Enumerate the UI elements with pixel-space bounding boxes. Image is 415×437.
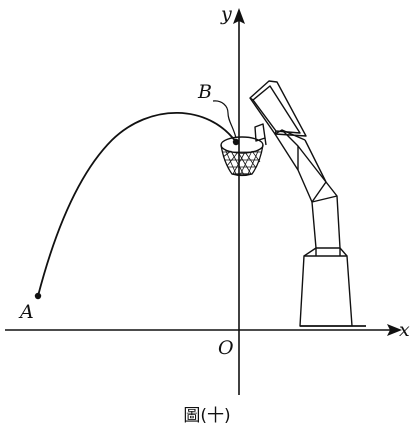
y-axis-label: y xyxy=(220,3,232,25)
backboard xyxy=(249,80,307,146)
point-b-label: B xyxy=(197,81,212,103)
origin-label: O xyxy=(218,337,234,359)
point-a-label: A xyxy=(18,301,34,323)
figure-caption: 圖(十) xyxy=(183,406,230,426)
y-axis xyxy=(233,8,245,395)
point-b xyxy=(232,138,240,146)
point-b-leader xyxy=(212,100,237,139)
x-axis-label: x xyxy=(399,319,410,341)
basket-stand xyxy=(274,129,366,327)
hoop-net xyxy=(220,136,264,177)
x-axis xyxy=(5,324,402,336)
ball-trajectory xyxy=(37,112,237,297)
point-a xyxy=(34,292,42,300)
